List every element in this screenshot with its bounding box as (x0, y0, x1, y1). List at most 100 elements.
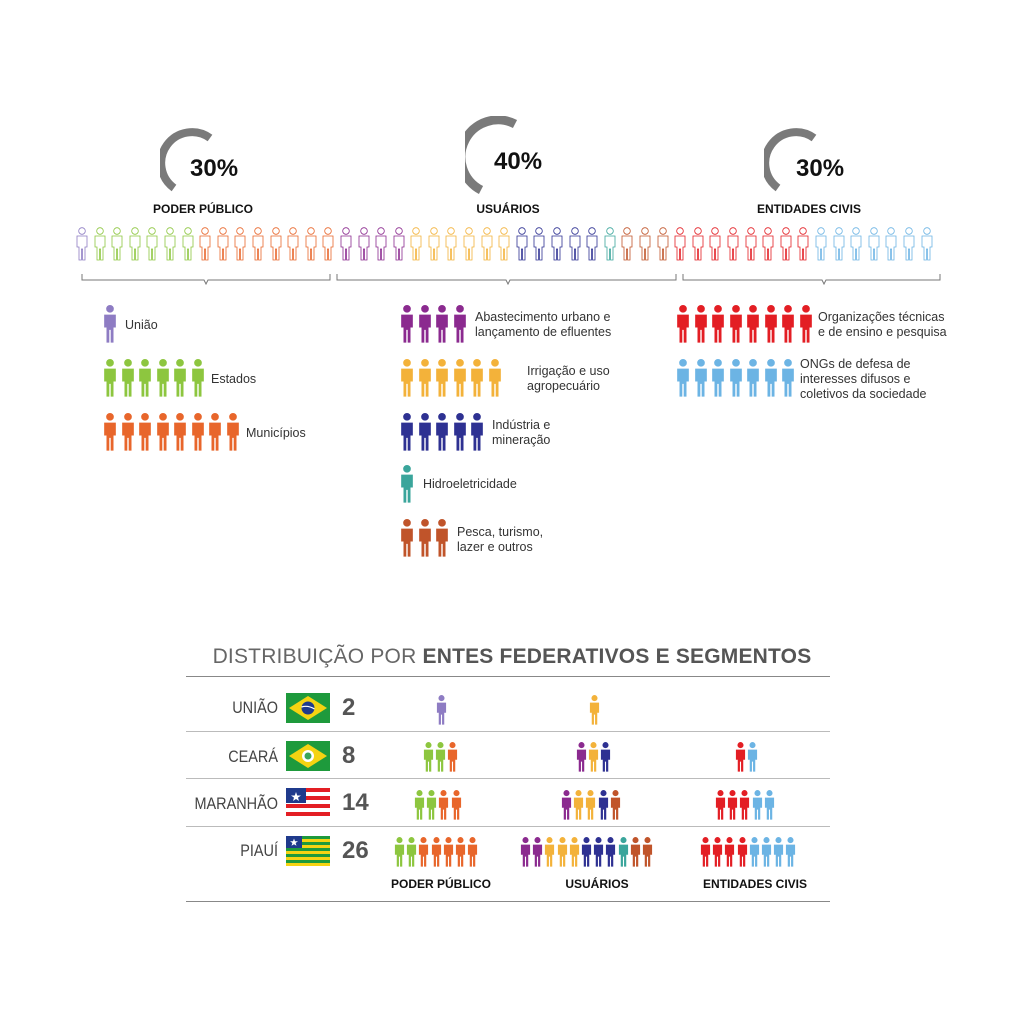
person-icon (606, 837, 616, 867)
divider (186, 778, 830, 779)
row-name-maranhao: MARANHÃO (194, 794, 278, 813)
person-icon (217, 227, 229, 261)
person-icon (797, 227, 809, 261)
person-icon (569, 837, 579, 867)
person-icon (586, 790, 596, 820)
person-icon (401, 518, 413, 557)
person-icon (752, 790, 762, 820)
person-icon (885, 227, 897, 261)
person-icon (604, 227, 616, 261)
person-icon (182, 227, 193, 261)
divider (186, 676, 830, 677)
person-icon (226, 412, 239, 451)
person-icon (545, 837, 555, 867)
person-icon (868, 227, 880, 261)
person-icon (574, 790, 584, 820)
legend-label-estados: Estados (211, 372, 257, 386)
ceara-flag-icon (286, 741, 330, 771)
legend-label-ongs: ONGs de defesa de interesses difusos e c… (800, 357, 927, 401)
person-icon (436, 695, 447, 725)
person-icon (436, 742, 446, 772)
person-icon (94, 227, 105, 261)
person-icon (520, 837, 531, 867)
person-icon (287, 227, 299, 261)
person-icon (104, 358, 116, 397)
col-label-poder-publico: PODER PÚBLICO (390, 877, 491, 891)
person-icon (443, 837, 453, 867)
person-icon (418, 412, 431, 451)
person-icon (471, 358, 483, 397)
person-icon (569, 227, 581, 261)
person-icon (589, 742, 599, 772)
person-icon (129, 227, 141, 261)
person-icon (401, 358, 413, 397)
person-icon (764, 304, 777, 343)
person-icon (677, 304, 689, 343)
person-icon (407, 837, 417, 867)
row-people-ceara-poder (423, 741, 458, 773)
row-people-uniao-poder (436, 694, 447, 726)
person-icon (601, 742, 611, 772)
person-icon (712, 358, 724, 397)
person-icon (76, 227, 88, 261)
person-icon (209, 412, 221, 451)
person-icon (358, 227, 369, 261)
person-icon (576, 742, 587, 772)
person-icon (594, 837, 604, 867)
legend-people-industria (400, 412, 484, 452)
person-icon (780, 227, 792, 261)
person-icon (401, 464, 413, 503)
legend-people-pesca (400, 518, 449, 558)
legend-people-irrigacao (400, 358, 502, 398)
person-icon (121, 412, 134, 451)
person-icon (104, 412, 116, 451)
person-icon (761, 837, 772, 867)
legend-label-uniao: União (125, 318, 158, 332)
person-icon (850, 227, 862, 261)
percent-poder-publico: 30% (190, 155, 239, 182)
person-icon (786, 837, 796, 867)
person-icon (740, 790, 750, 820)
person-icon (436, 412, 448, 451)
bracket-lines (81, 274, 941, 286)
person-icon (551, 227, 563, 261)
legend-label-hidro: Hidroeletricidade (423, 477, 517, 491)
row-people-piaui-poder (394, 836, 478, 868)
person-icon (418, 518, 431, 557)
gauge-poder-publico (160, 128, 213, 192)
person-icon (747, 304, 759, 343)
person-icon (436, 358, 448, 397)
legend-label-industria: Indústria e mineração (492, 418, 551, 447)
person-icon (164, 227, 176, 261)
row-count-ceara: 8 (342, 742, 356, 769)
table-title: DISTRIBUIÇÃO POR ENTES FEDERATIVOS E SEG… (0, 645, 1024, 669)
person-icon (446, 227, 457, 261)
person-icon (598, 790, 608, 820)
gauge-usuarios (465, 116, 518, 194)
person-icon (453, 358, 466, 397)
person-icon (448, 742, 458, 772)
brazil-flag-icon (286, 693, 330, 723)
outline-people-row (76, 224, 933, 264)
person-icon (436, 518, 448, 557)
person-icon (139, 358, 151, 397)
table-title-light: DISTRIBUIÇÃO POR (212, 645, 423, 668)
table-title-bold: ENTES FEDERATIVOS E SEGMENTOS (422, 645, 812, 668)
piaui-flag-icon (286, 836, 330, 866)
person-icon (639, 227, 651, 261)
legend-people-ongs (676, 358, 795, 398)
person-icon (146, 227, 158, 261)
person-icon (270, 227, 281, 261)
person-icon (715, 790, 726, 820)
row-count-maranhao: 14 (342, 789, 369, 816)
row-name-uniao: UNIÃO (232, 698, 278, 717)
row-count-uniao: 2 (342, 694, 356, 721)
person-icon (468, 837, 478, 867)
person-icon (453, 304, 466, 343)
person-icon (431, 837, 441, 867)
person-icon (471, 412, 483, 451)
person-icon (401, 412, 413, 451)
percent-usuarios: 40% (494, 148, 543, 175)
person-icon (451, 790, 461, 820)
person-icon (729, 304, 742, 343)
